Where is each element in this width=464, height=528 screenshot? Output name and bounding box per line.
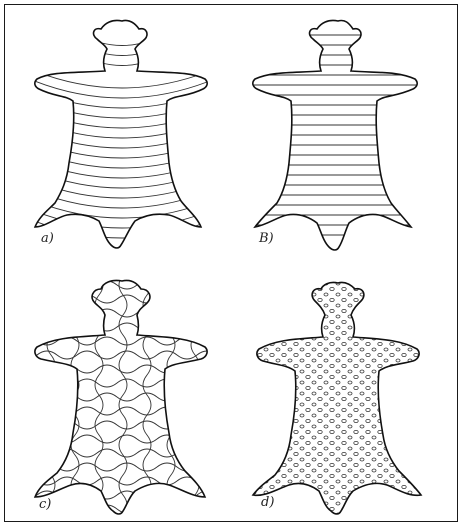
panel-b-label: B) [259,231,274,246]
hide-c-drawing [17,275,227,520]
hide-b-drawing [233,13,443,258]
panel-a: a) [17,13,227,258]
panel-b: B) [233,13,443,258]
panel-a-label: a) [41,231,54,246]
hide-d-drawing [233,275,443,520]
hide-a-drawing [17,13,227,258]
panel-c: c) [17,275,227,520]
panel-d-label: d) [261,495,274,510]
panel-c-label: c) [39,497,51,512]
figure-frame: a) B) [4,4,458,522]
panel-d: d) [233,275,443,520]
